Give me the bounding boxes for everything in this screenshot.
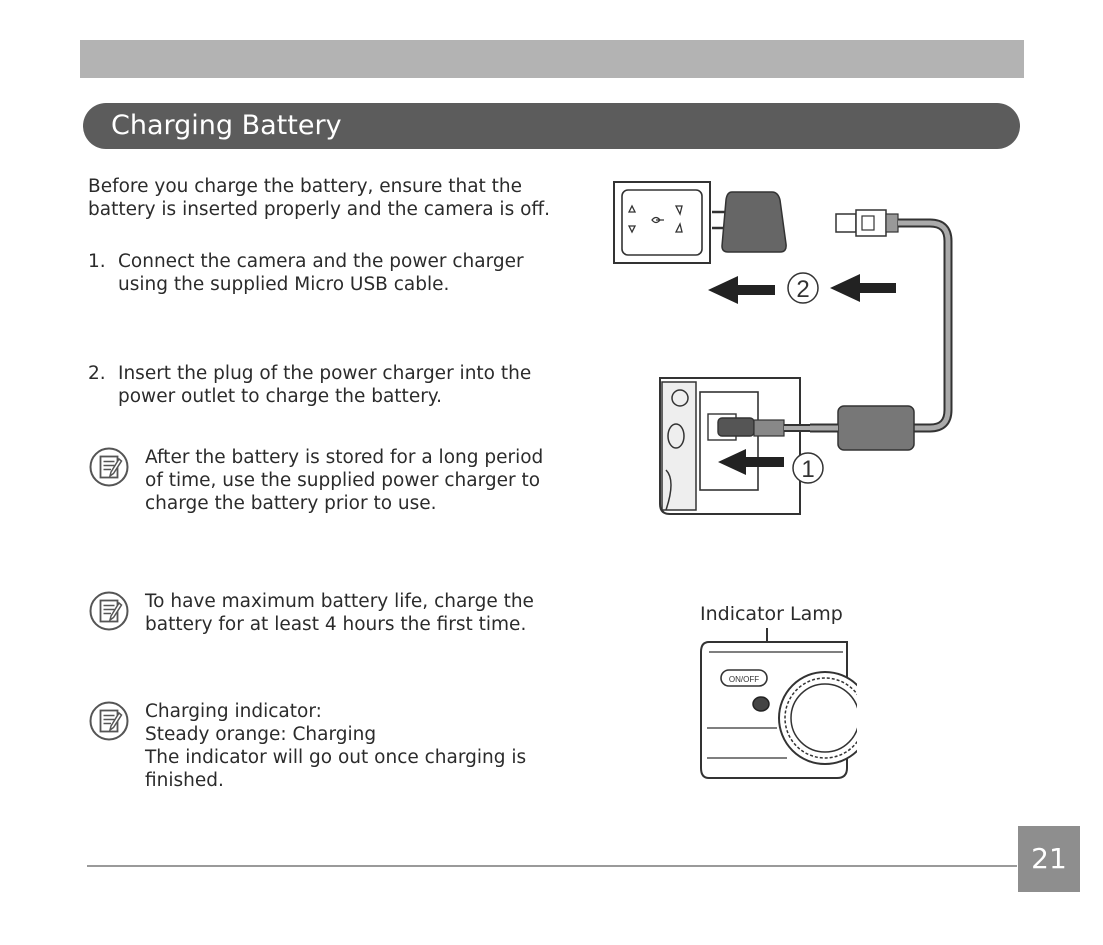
indicator-lamp-label: Indicator Lamp [700,603,843,625]
arrow-left-icon [718,449,784,475]
bottom-rule [87,865,1017,867]
intro-paragraph: Before you charge the battery, ensure th… [88,176,551,220]
charging-illustration: 2 1 [613,181,953,515]
step-1-label: 1 [801,456,814,483]
step-text: Connect the camera and the power charger… [118,251,524,295]
note-icon [89,591,129,631]
note-icon [89,701,129,741]
wall-outlet-icon [613,181,711,264]
power-charger-icon [712,191,787,253]
section-header: Charging Battery [83,103,1020,149]
note-text: Charging indicator: Steady orange: Charg… [145,700,565,792]
note-line: The indicator will go out once charging … [145,747,527,791]
page-number: 21 [1018,826,1080,892]
step-number: 2. [88,363,106,384]
note-line: To have maximum battery life, charge the… [145,591,534,635]
note-text: After the battery is stored for a long p… [145,446,565,515]
step-text: Insert the plug of the power charger int… [118,363,532,407]
note-text: To have maximum battery life, charge the… [145,590,565,636]
section-title: Charging Battery [111,110,342,141]
note-icon [89,447,129,487]
on-off-label: ON/OFF [729,675,759,684]
arrow-left-icon [708,276,775,304]
note-line: Charging indicator: [145,701,322,722]
note-line: After the battery is stored for a long p… [145,447,544,514]
usb-plug-icon [835,209,899,237]
top-bar [80,40,1024,78]
note-line: Steady orange: Charging [145,724,377,745]
camera-side-icon [659,377,810,515]
indicator-lamp-illustration: ON/OFF [700,628,857,779]
step-2-label: 2 [796,276,809,303]
step-number: 1. [88,251,106,272]
arrow-left-icon [830,274,896,302]
